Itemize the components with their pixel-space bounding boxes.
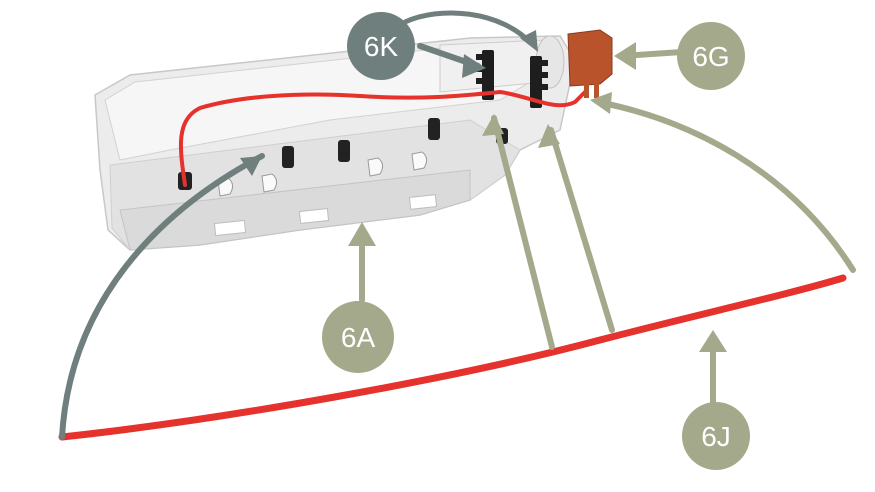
label-6G: 6G [677,22,745,90]
label-6K-text: 6K [364,31,399,62]
injector-nozzles [178,118,508,190]
callout-arrow-6K-arc [402,10,535,47]
connector-part [567,29,613,98]
cylinder-head-part [94,35,576,251]
label-6A-text: 6A [341,322,376,353]
callout-arrow-6J-clip2 [548,127,615,333]
loose-hose [58,274,847,441]
label-6J: 6J [682,402,750,470]
callout-arrow-6J-clip1 [491,115,555,350]
callout-arrow-6A-nozzle [59,153,265,440]
callout-arrow-6J-connector [595,99,856,273]
label-6G-text: 6G [692,41,729,72]
label-6J-text: 6J [701,421,731,452]
fitted-hose [178,89,587,187]
arrowheads [240,30,727,352]
label-6K: 6K [347,12,415,80]
label-6A: 6A [322,301,394,373]
